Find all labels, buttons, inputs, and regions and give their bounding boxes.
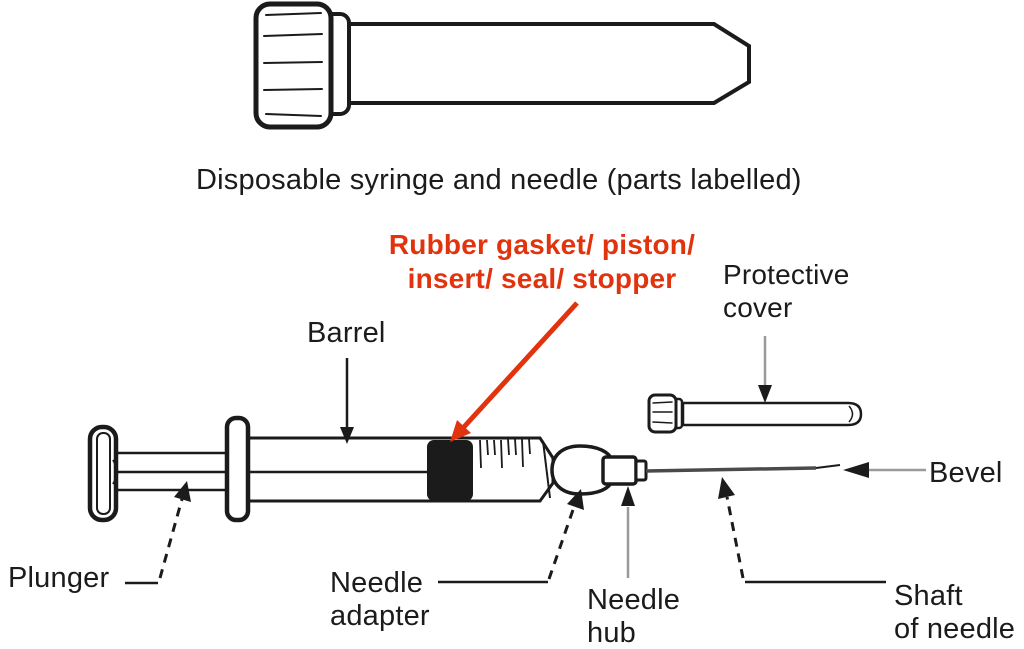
label-protective-cover-line2: cover [723, 292, 793, 323]
needle-shaft [645, 466, 817, 473]
diagram-title: Disposable syringe and needle (parts lab… [196, 164, 802, 196]
barrel-graduations [479, 438, 531, 469]
adapter-leader-dashed [547, 506, 576, 580]
label-protective-cover-line1: Protective [723, 259, 850, 290]
barrel-arrowhead [340, 427, 354, 444]
shaft-leader-dashed [725, 496, 745, 579]
label-barrel: Barrel [307, 317, 386, 349]
package-cap-ridges [263, 12, 323, 117]
label-rubber-gasket-line2: insert/ seal/ stopper [407, 263, 677, 294]
label-shaft-of-needle-line1: Shaft [894, 580, 963, 612]
label-needle-hub-line2: hub [587, 617, 636, 649]
package-body [345, 22, 751, 105]
cover-cap-ridges [652, 401, 673, 424]
barrel-end-edge [542, 440, 551, 499]
needle-hub [601, 455, 638, 486]
label-rubber-gasket: Rubber gasket/ piston/ insert/ seal/ sto… [368, 228, 716, 296]
cover-cap [647, 393, 678, 434]
label-needle-adapter-line1: Needle [330, 567, 424, 599]
needle-hub-tip [634, 459, 648, 482]
syringe-drawing [87, 415, 841, 523]
shaft-arrowhead [718, 477, 735, 499]
adapter-arrowhead [567, 489, 584, 510]
label-needle-adapter: Needle adapter [330, 567, 430, 633]
cover-tube-inner-end [848, 405, 854, 423]
package-cap [253, 1, 334, 130]
barrel-outline [248, 436, 555, 503]
label-shaft-of-needle: Shaft of needle [894, 580, 1015, 646]
cover-tube [681, 401, 863, 427]
gasket-arrowhead [450, 420, 471, 442]
label-shaft-of-needle-line2: of needle [894, 613, 1016, 645]
label-rubber-gasket-line1: Rubber gasket/ piston/ [388, 229, 696, 260]
plunger-arrowhead [174, 481, 191, 502]
label-needle-hub-line1: Needle [587, 584, 681, 616]
plunger-leader-dashed [158, 498, 184, 579]
needle-bevel-tip [815, 464, 841, 469]
leader-arrows [125, 301, 926, 585]
plunger-rod-joint [112, 459, 118, 485]
protective-cover-drawing [647, 393, 863, 434]
capped-syringe-drawing [253, 1, 751, 130]
label-plunger: Plunger [8, 562, 110, 594]
label-bevel: Bevel [929, 457, 1003, 489]
plunger-thumb-rest-inner [96, 432, 111, 515]
cover-arrowhead [758, 385, 772, 403]
plunger-thumb-rest [87, 424, 119, 523]
rubber-gasket [427, 440, 473, 501]
barrel-flange [224, 415, 251, 523]
bevel-arrowhead [843, 462, 869, 478]
hub-arrowhead [621, 486, 635, 506]
gasket-arrow-line [461, 301, 579, 430]
label-protective-cover: Protective cover [723, 258, 850, 324]
label-needle-hub: Needle hub [587, 584, 680, 649]
label-needle-adapter-line2: adapter [330, 600, 430, 632]
